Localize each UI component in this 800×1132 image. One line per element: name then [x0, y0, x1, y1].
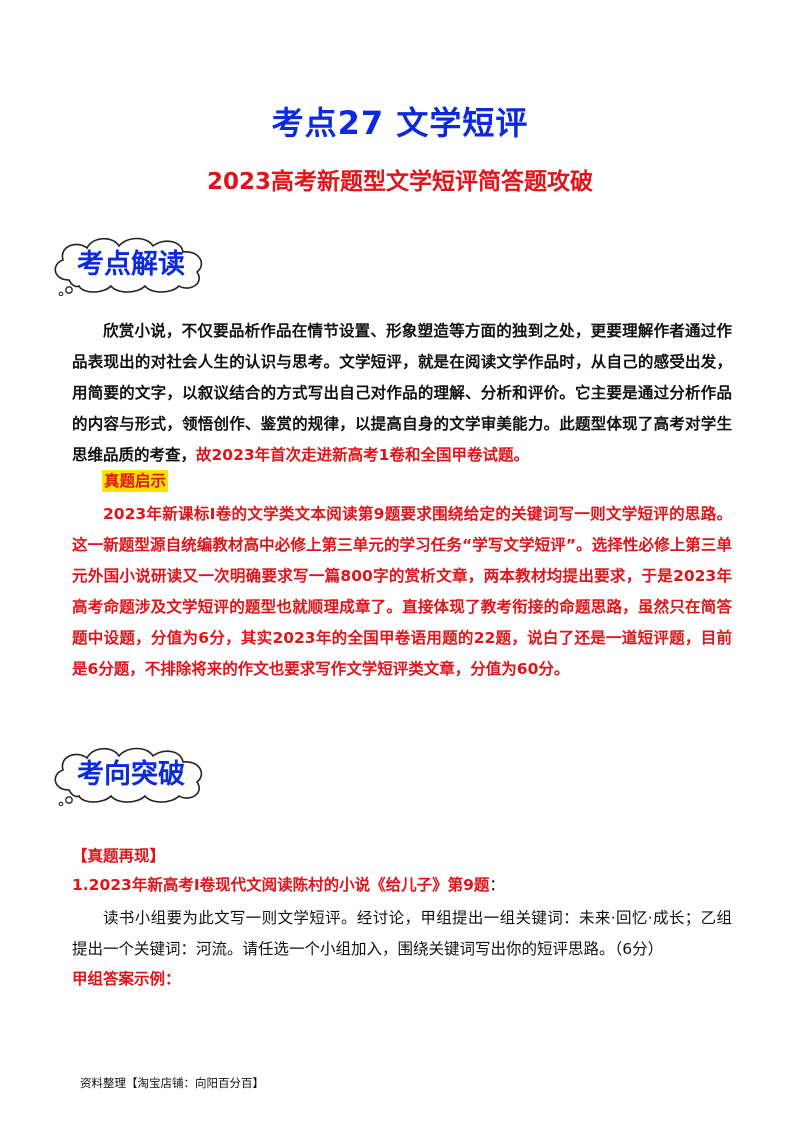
page-footer: 资料整理【淘宝店铺：向阳百分百】 — [80, 1076, 264, 1090]
section-badge-kaoxiang: 考向突破 — [47, 744, 215, 806]
question-title-text: 1.2023年新高考Ⅰ卷现代文阅读陈村的小说《给儿子》第9题 — [72, 876, 490, 894]
question-body: 读书小组要为此文写一则文学短评。经讨论，甲组提出一组关键词：未来·回忆·成长；乙… — [72, 909, 732, 958]
section-badge-label: 考向突破 — [77, 759, 185, 790]
section-label: 【真题再现】 — [72, 847, 166, 865]
intro-highlight-text: 故2023年首次走进新高考1卷和全国甲卷试题。 — [196, 446, 529, 464]
exam-insight-paragraph: 2023年新课标Ⅰ卷的文学类文本阅读第9题要求围绕给定的关键词写一则文学短评的思… — [72, 505, 732, 678]
highlight-heading: 真题启示 — [102, 470, 169, 492]
intro-text: 欣赏小说，不仅要品析作品在情节设置、形象塑造等方面的独到之处，更要理解作者通过作… — [72, 322, 732, 464]
question-title: 1.2023年新高考Ⅰ卷现代文阅读陈村的小说《给儿子》第9题： — [72, 873, 505, 895]
page-title: 考点27 文学短评 — [271, 104, 529, 142]
question-colon: ： — [489, 876, 505, 894]
cloud-badge-icon — [54, 747, 203, 806]
answer-label: 甲组答案示例： — [72, 970, 181, 988]
page-subtitle: 2023高考新题型文学短评简答题攻破 — [206, 169, 593, 195]
cloud-badge-icon — [54, 237, 203, 296]
intro-paragraph: 欣赏小说，不仅要品析作品在情节设置、形象塑造等方面的独到之处，更要理解作者通过作… — [72, 316, 732, 471]
section-badge-kaodian: 考点解读 — [47, 234, 215, 296]
section-badge-label: 考点解读 — [77, 249, 185, 280]
